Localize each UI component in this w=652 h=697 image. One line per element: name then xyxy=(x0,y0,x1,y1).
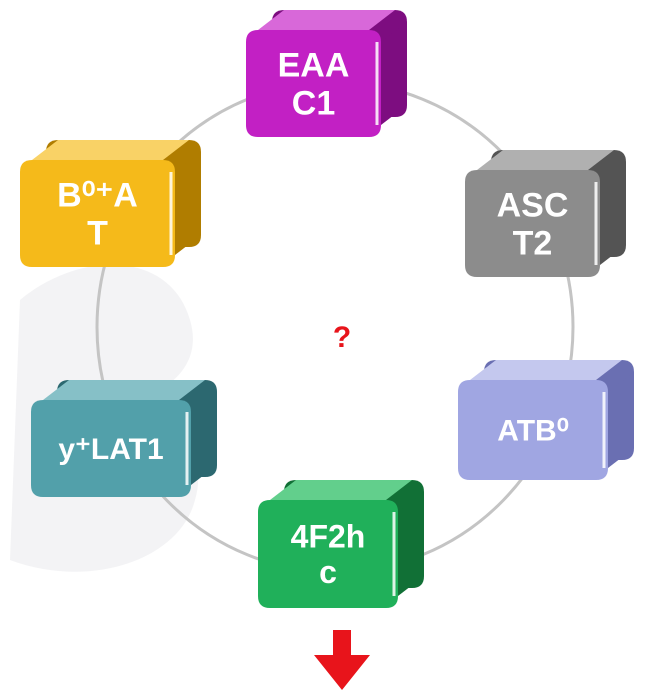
node-face xyxy=(458,380,608,480)
node-face xyxy=(258,500,398,608)
node-label: T xyxy=(87,214,108,252)
node-top-bevel xyxy=(477,150,614,170)
node-atb0: ATB⁰ xyxy=(458,360,634,480)
center-question-mark: ? xyxy=(333,321,351,354)
node-face xyxy=(31,400,191,497)
node-side-bevel xyxy=(175,152,201,255)
node-face xyxy=(465,170,600,277)
node-label: EAA xyxy=(278,46,350,84)
node-label: y⁺LAT1 xyxy=(58,433,163,466)
node-side-bevel xyxy=(398,492,424,596)
node-b0at: B⁰⁺AT xyxy=(20,140,201,267)
node-label: 4F2h xyxy=(291,518,366,554)
node-label: ATB⁰ xyxy=(497,415,568,448)
node-side-bevel xyxy=(191,392,217,485)
node-top-bevel xyxy=(32,140,189,160)
node-top-bevel xyxy=(43,380,205,400)
node-label: ASC xyxy=(497,186,569,224)
node-face xyxy=(246,30,381,137)
node-top-bevel xyxy=(270,480,412,500)
node-top-bevel xyxy=(470,360,622,380)
node-side-bevel xyxy=(600,162,626,265)
node-label: B⁰⁺A xyxy=(57,176,138,214)
node-side-bevel xyxy=(608,372,634,468)
node-label: T2 xyxy=(513,224,553,262)
down-arrow-icon xyxy=(314,630,370,690)
node-ylat1: y⁺LAT1 xyxy=(31,380,217,497)
node-top-bevel xyxy=(258,10,395,30)
node-face xyxy=(20,160,175,267)
node-label: c xyxy=(319,554,337,590)
node-side-bevel xyxy=(381,22,407,125)
node-label: C1 xyxy=(292,84,335,122)
